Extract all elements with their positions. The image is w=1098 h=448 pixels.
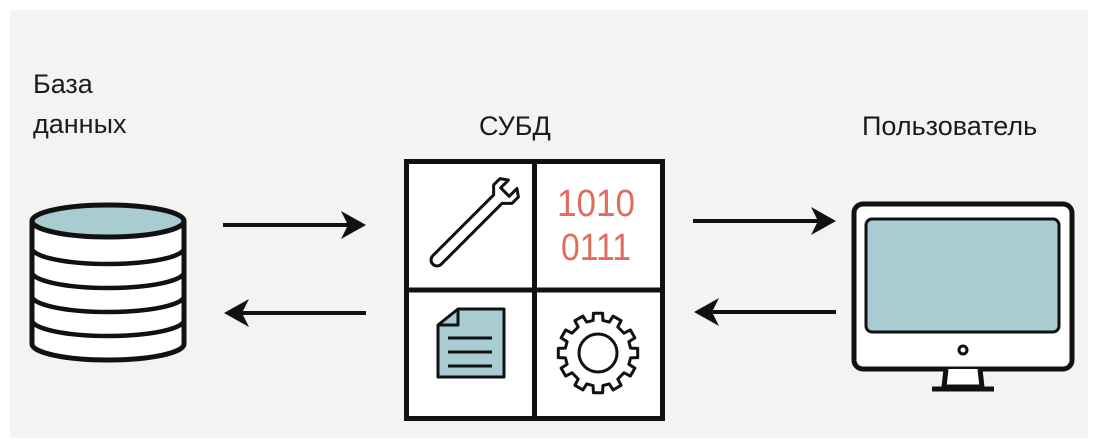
arrow-left-icon (694, 298, 836, 326)
wrench-icon (429, 177, 520, 268)
gear-icon (556, 311, 640, 395)
arrow-left-icon (224, 299, 366, 327)
database-label-line2: данных (33, 109, 127, 139)
database-label: База данных (33, 64, 127, 144)
database-icon (29, 202, 187, 363)
database-label-line1: База (33, 69, 93, 99)
user-label: Пользователь (862, 111, 1038, 141)
document-icon (436, 307, 506, 379)
arrow-right-icon (693, 207, 836, 235)
arrow-right-icon (223, 211, 366, 239)
monitor-icon (851, 201, 1075, 392)
binary-code-icon: 1010 0111 (557, 183, 635, 269)
dbms-label: СУБД (479, 111, 551, 141)
binary-line2: 0111 (561, 227, 631, 269)
binary-line1: 1010 (557, 183, 635, 225)
